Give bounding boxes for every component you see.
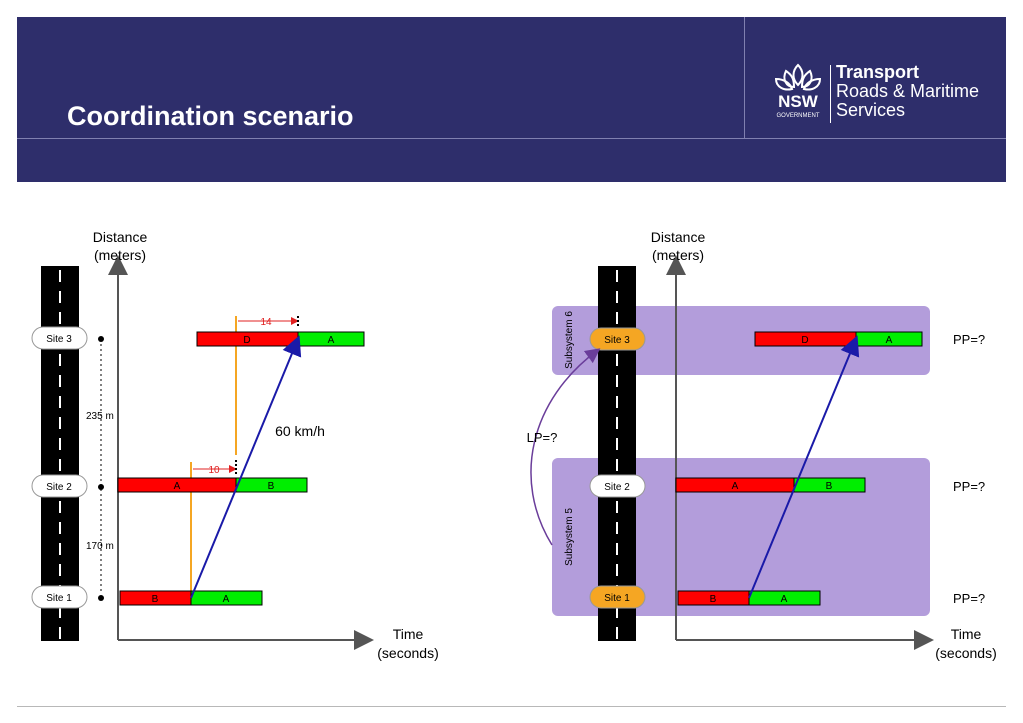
footer-divider bbox=[17, 706, 1006, 707]
header-logo-divider bbox=[744, 17, 745, 138]
right-diagram: Subsystem 6 Subsystem 5 Site 3 Site 2 Si… bbox=[527, 229, 997, 661]
svg-text:Site 1: Site 1 bbox=[604, 593, 630, 604]
subsystem-5-region bbox=[552, 458, 930, 616]
right-site-3: Site 3 bbox=[589, 327, 646, 351]
logo-mark: NSW bbox=[778, 92, 819, 111]
subsystem-6-region bbox=[552, 306, 930, 375]
left-x-label-2: (seconds) bbox=[377, 645, 438, 661]
logo-text: Transport Roads & Maritime Services bbox=[836, 63, 979, 120]
svg-text:A: A bbox=[732, 481, 739, 492]
right-progression-arrow bbox=[748, 335, 860, 599]
right-phase-bar-site3: D A bbox=[754, 331, 923, 347]
lp-arrow bbox=[530, 348, 601, 546]
offset-label-10: 10 bbox=[208, 465, 220, 476]
subsystem-5-label: Subsystem 5 bbox=[564, 508, 575, 566]
svg-text:Site 2: Site 2 bbox=[46, 482, 72, 493]
distance-235: 235 m bbox=[86, 411, 114, 422]
svg-text:A: A bbox=[781, 594, 788, 605]
left-phase-bar-site3: D A bbox=[196, 331, 365, 347]
svg-text:D: D bbox=[243, 335, 250, 346]
svg-text:B: B bbox=[268, 481, 275, 492]
pp-label-site2: PP=? bbox=[953, 479, 985, 494]
svg-text:Site 2: Site 2 bbox=[604, 482, 630, 493]
left-x-label-1: Time bbox=[393, 626, 424, 642]
svg-text:B: B bbox=[152, 594, 159, 605]
right-y-label-2: (meters) bbox=[652, 247, 704, 263]
subsystem-6-label: Subsystem 6 bbox=[564, 311, 575, 369]
logo-line-3: Services bbox=[836, 100, 906, 120]
svg-text:A: A bbox=[886, 335, 893, 346]
left-y-label-2: (meters) bbox=[94, 247, 146, 263]
svg-text:Site 1: Site 1 bbox=[46, 593, 72, 604]
right-x-label-2: (seconds) bbox=[935, 645, 996, 661]
left-site-2: Site 2 bbox=[31, 474, 104, 498]
pp-label-site1: PP=? bbox=[953, 591, 985, 606]
right-phase-bar-site2: A B bbox=[675, 477, 866, 493]
right-phase-bar-site1: B A bbox=[677, 590, 821, 606]
right-site-2: Site 2 bbox=[589, 474, 646, 498]
left-phase-bar-site2: A B bbox=[117, 477, 308, 493]
left-y-label-1: Distance bbox=[93, 229, 148, 245]
svg-text:D: D bbox=[801, 335, 808, 346]
right-y-label-1: Distance bbox=[651, 229, 706, 245]
left-site-3: Site 3 bbox=[31, 326, 104, 350]
header-divider bbox=[17, 138, 1006, 139]
svg-text:A: A bbox=[223, 594, 230, 605]
offset-label-14: 14 bbox=[260, 317, 272, 328]
lp-label: LP=? bbox=[527, 430, 558, 445]
logo-line-1: Transport bbox=[836, 62, 920, 82]
pp-label-site3: PP=? bbox=[953, 332, 985, 347]
left-diagram: Site 3 Site 2 Site 1 235 m 170 m Distanc… bbox=[31, 229, 439, 661]
page-title: Coordination scenario bbox=[67, 101, 354, 131]
speed-label: 60 km/h bbox=[275, 423, 325, 439]
svg-text:A: A bbox=[174, 481, 181, 492]
logo-divider bbox=[830, 65, 831, 123]
right-x-label-1: Time bbox=[951, 626, 982, 642]
logo-sub: GOVERNMENT bbox=[776, 113, 819, 119]
left-phase-bar-site1: B A bbox=[119, 590, 263, 606]
header-banner: Coordination scenario NSW GOVERNMENT Tra… bbox=[17, 17, 1006, 182]
svg-text:Site 3: Site 3 bbox=[604, 335, 630, 346]
svg-text:Site 3: Site 3 bbox=[46, 334, 72, 345]
left-site-1: Site 1 bbox=[31, 585, 104, 609]
left-progression-arrow bbox=[190, 335, 302, 599]
nsw-logo: NSW GOVERNMENT Transport Roads & Maritim… bbox=[762, 57, 1002, 137]
svg-text:A: A bbox=[328, 335, 335, 346]
svg-text:B: B bbox=[826, 481, 833, 492]
waratah-icon: NSW GOVERNMENT bbox=[774, 63, 822, 119]
svg-text:B: B bbox=[710, 594, 717, 605]
distance-170: 170 m bbox=[86, 541, 114, 552]
right-site-1: Site 1 bbox=[589, 585, 646, 609]
logo-line-2: Roads & Maritime bbox=[836, 81, 980, 101]
